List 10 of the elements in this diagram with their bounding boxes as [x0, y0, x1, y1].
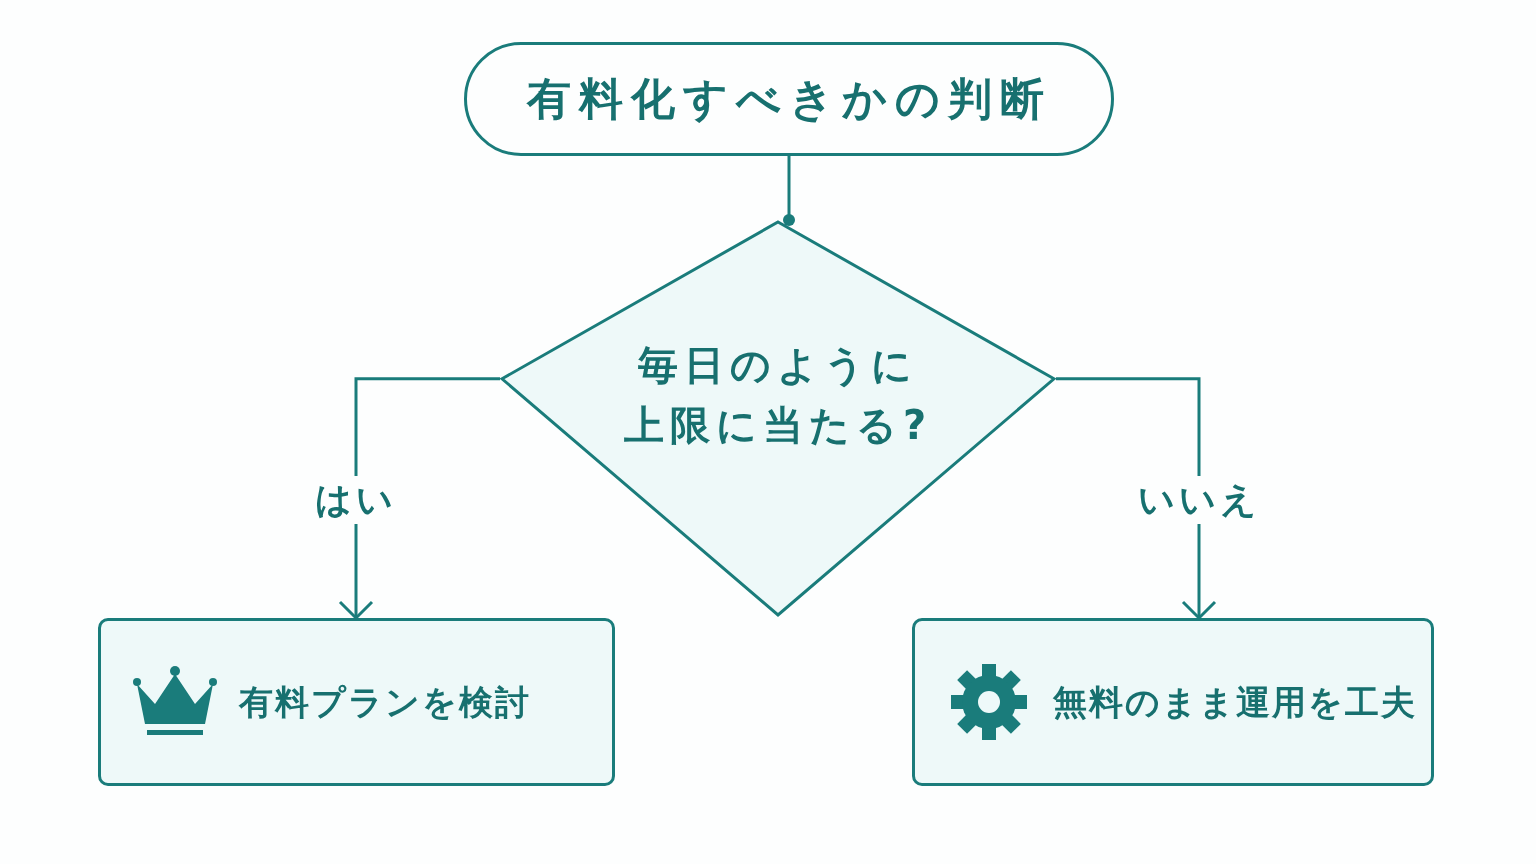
action-text: 有料プランを検討 — [239, 680, 531, 724]
connector — [783, 156, 795, 226]
arrow — [1056, 377, 1217, 620]
action-text: 無料のまま運用を工夫 — [1053, 680, 1417, 724]
question-text: 毎日のように上限に当たる? — [622, 341, 934, 450]
title-text: 有料化すべきかの判断 — [526, 72, 1052, 126]
process-box — [98, 618, 615, 786]
decision-diamond — [500, 220, 1056, 617]
process-box — [912, 618, 1434, 786]
arrow — [338, 377, 500, 620]
